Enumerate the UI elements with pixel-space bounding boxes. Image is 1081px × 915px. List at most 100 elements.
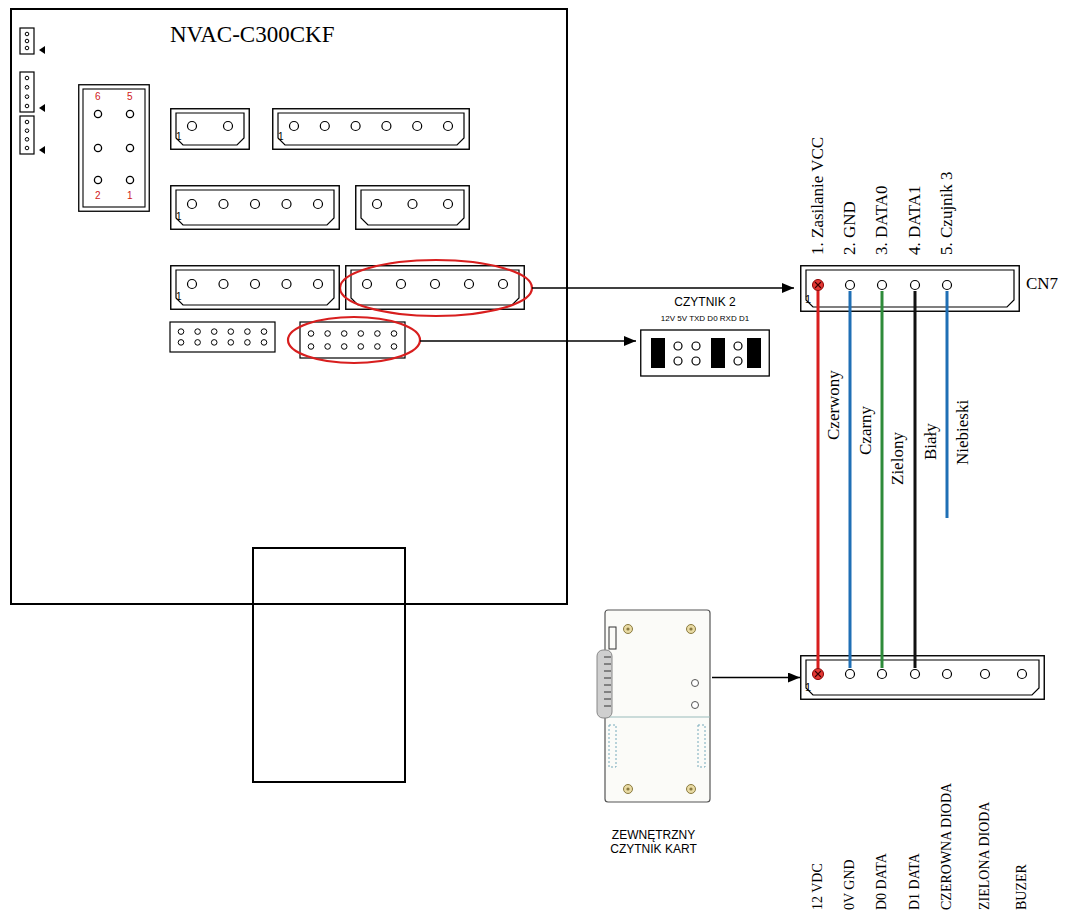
pin-number: 5	[127, 91, 133, 103]
connector-housing	[171, 109, 250, 150]
pin	[341, 344, 347, 350]
pin	[408, 200, 417, 209]
pin	[251, 200, 260, 209]
connector-housing	[346, 266, 525, 310]
pin	[878, 281, 887, 290]
connector-housing	[20, 28, 34, 54]
connector-5-pin: 1	[170, 185, 340, 230]
connector-housing	[356, 186, 470, 230]
pin	[228, 329, 234, 335]
wire-colour-label: Niebieski	[954, 400, 973, 465]
mounting-hole-inner	[689, 787, 692, 790]
pin	[692, 342, 700, 350]
pin-1-cross	[815, 671, 821, 677]
pin-number: 1	[176, 211, 182, 223]
wire-stub	[817, 291, 820, 312]
header-housing	[300, 322, 405, 358]
connector-housing	[801, 266, 1020, 312]
side-connector	[20, 116, 45, 154]
pin	[25, 46, 29, 50]
pin	[195, 329, 201, 335]
pin-name: 1. Zasilanie VCC	[809, 137, 828, 255]
connector-key	[806, 270, 1014, 307]
arrow-connector	[712, 677, 800, 679]
mounting-hole-inner	[626, 627, 629, 630]
board-outline	[11, 9, 567, 604]
controller-board: NVAC-C300CKF65211111	[10, 8, 568, 605]
pin	[308, 344, 314, 350]
pin	[25, 95, 29, 99]
connector-key	[806, 660, 1039, 695]
pin	[188, 200, 197, 209]
connector-key	[176, 270, 334, 305]
reader-pin	[604, 671, 611, 672]
reader-pad-row	[698, 725, 705, 767]
wire-stub	[849, 655, 852, 668]
reader-pin	[604, 657, 611, 658]
wire	[817, 312, 820, 655]
pin-1-triangle	[39, 46, 45, 54]
pin-number: 1	[176, 291, 182, 303]
pin	[308, 331, 314, 337]
node-shape	[170, 185, 340, 230]
reader-small-connector	[609, 627, 616, 649]
side-connector	[20, 72, 45, 112]
pin	[444, 122, 453, 131]
pin-name: 3. DATA0	[873, 186, 892, 255]
pin	[126, 110, 133, 117]
mounting-hole	[687, 625, 696, 634]
pin	[126, 176, 133, 183]
signal-name: ZIELONA DIODA	[977, 802, 992, 910]
node-text: NVAC-C300CKF	[170, 22, 334, 48]
reader-pin	[604, 706, 611, 707]
pin-1-triangle	[39, 146, 45, 154]
leader-arrow	[420, 340, 636, 342]
pin-1-cross	[815, 282, 821, 288]
wire-stub	[914, 291, 917, 312]
connector-housing	[171, 266, 340, 310]
header-inner	[83, 89, 145, 207]
pin-number: 1	[127, 190, 133, 202]
pin	[94, 176, 101, 183]
pin	[444, 200, 453, 209]
pin	[911, 670, 920, 679]
pin	[195, 340, 201, 346]
pin-1-marker	[813, 669, 824, 680]
highlight-ellipse	[340, 260, 532, 316]
connector-housing-group	[273, 109, 470, 150]
pin-name: 2. GND	[841, 201, 860, 255]
pin-block	[711, 338, 725, 368]
pin	[188, 122, 197, 131]
mounting-hole	[624, 625, 633, 634]
pin	[431, 280, 440, 289]
pin	[25, 39, 29, 43]
pin	[382, 122, 391, 131]
connector-housing-group	[801, 266, 1020, 312]
pin	[178, 329, 184, 335]
reader-connector	[597, 650, 612, 718]
signal-name: 12 VDC	[810, 863, 825, 910]
pin	[290, 122, 299, 131]
pin	[373, 200, 382, 209]
mounting-hole-inner	[689, 627, 692, 630]
external-card-reader: ZEWNĘTRZNY CZYTNIK KART	[595, 605, 712, 890]
pin	[341, 331, 347, 337]
connector-3-pin	[356, 186, 470, 230]
pin-header	[300, 322, 405, 358]
pin	[211, 329, 217, 335]
pin	[314, 200, 323, 209]
pin	[734, 342, 742, 350]
reader-pin	[604, 678, 611, 679]
pin	[358, 344, 364, 350]
pin	[25, 76, 29, 80]
pin	[413, 122, 422, 131]
node-shape	[170, 108, 250, 150]
node-shape	[272, 108, 470, 150]
reader-pin	[604, 664, 611, 665]
connector-5-pin	[346, 266, 525, 310]
reader-pin	[604, 699, 611, 700]
